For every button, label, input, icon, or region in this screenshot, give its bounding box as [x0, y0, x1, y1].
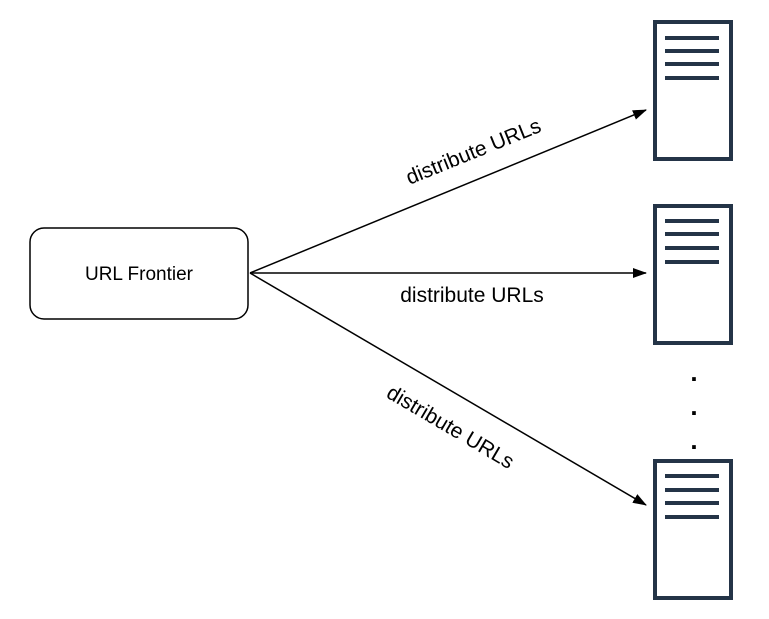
ellipsis-dot-1: .: [690, 357, 697, 387]
ellipsis-dot-3: .: [690, 425, 697, 455]
server-ellipsis: . . .: [690, 357, 697, 455]
edge-line-3: [249, 272, 647, 506]
edge-line-1: [249, 109, 647, 274]
edge-to-server-2: distribute URLs: [250, 268, 647, 307]
edge-to-server-n: distribute URLs: [249, 272, 647, 506]
ellipsis-dot-2: .: [690, 391, 697, 421]
url-frontier-node[interactable]: URL Frontier: [29, 227, 249, 320]
server-1-icon[interactable]: [653, 20, 733, 161]
url-frontier-box: [29, 227, 249, 320]
server-n-body: [653, 459, 733, 600]
server-2-icon[interactable]: [653, 204, 733, 345]
server-2-body: [653, 204, 733, 345]
server-n-icon[interactable]: [653, 459, 733, 600]
edge-label-1: distribute URLs: [403, 114, 545, 189]
edge-to-server-1: distribute URLs: [249, 109, 647, 274]
server-1-body: [653, 20, 733, 161]
edge-label-3: distribute URLs: [383, 381, 518, 474]
edge-label-2: distribute URLs: [400, 284, 544, 307]
url-frontier-label: URL Frontier: [85, 264, 194, 285]
